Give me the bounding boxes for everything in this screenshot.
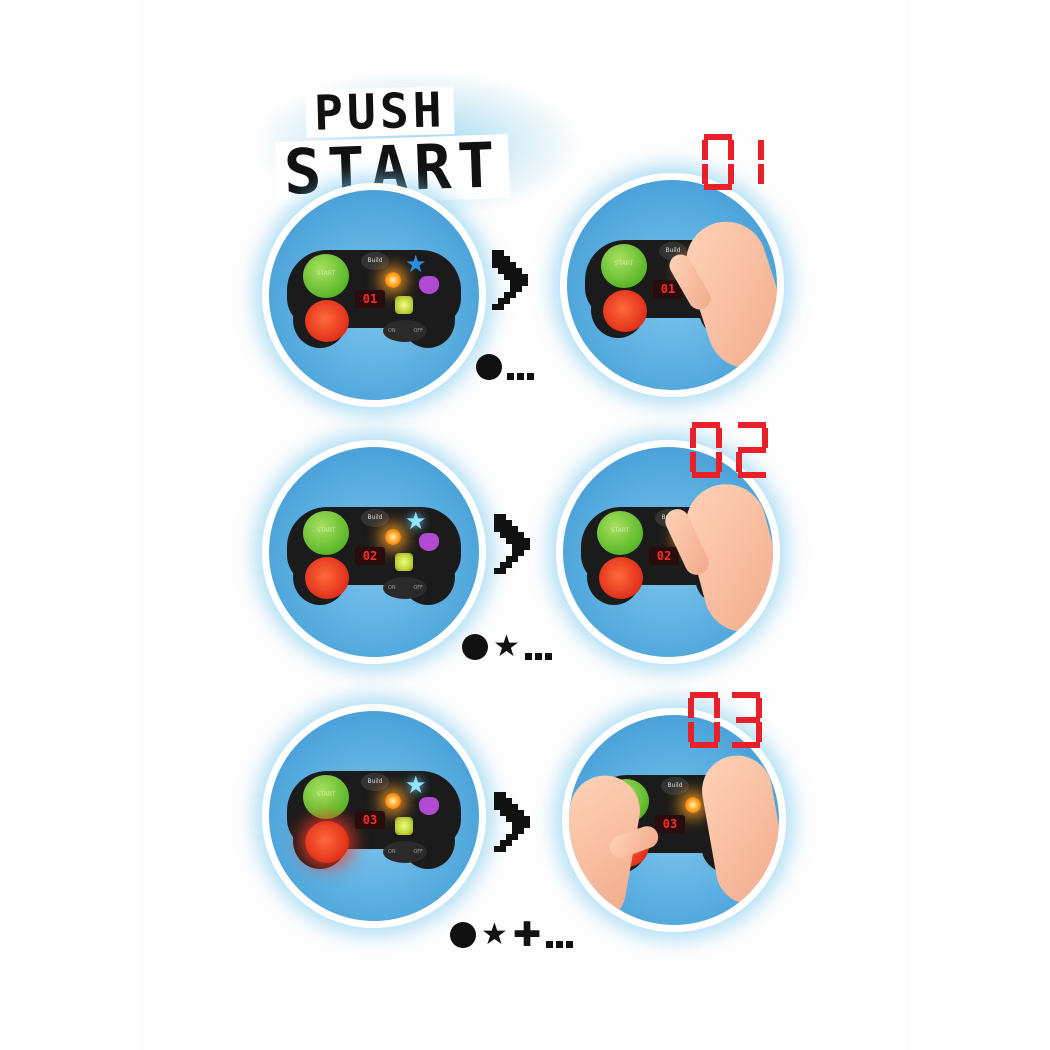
led-display: 01 (653, 280, 683, 298)
green-start-button: START (597, 511, 643, 555)
red-plus-button-lit (305, 821, 349, 863)
red-plus-button (603, 290, 647, 332)
sequence-step1 (476, 354, 534, 380)
circle-symbol-icon (450, 922, 476, 948)
blue-star-button-lit: ★ (405, 771, 427, 799)
chevron-right-icon (494, 514, 530, 574)
star-symbol-icon: ★ (481, 917, 508, 952)
chevron-right-icon (492, 250, 528, 310)
counter-02 (690, 422, 768, 478)
green-start-button: START (303, 775, 349, 819)
red-plus-button (305, 300, 349, 342)
purple-triangle-button (419, 797, 439, 815)
red-plus-button (599, 557, 643, 599)
mode-button: Build (361, 509, 389, 527)
green-start-button: START (303, 254, 349, 298)
ellipsis-icon (524, 634, 552, 660)
led-display: 03 (355, 811, 385, 829)
sequence-step2: ★ (462, 632, 552, 662)
green-start-button: START (601, 244, 647, 288)
step1-after-circle: START Build ★ 01 (560, 173, 784, 397)
led-display: 03 (655, 815, 685, 833)
red-plus-button (305, 557, 349, 599)
purple-triangle-button (419, 276, 439, 294)
orange-circle-button-lit (685, 797, 701, 813)
push-start-title: PUSH START (252, 70, 582, 220)
plus-symbol-icon: ✚ (512, 915, 542, 955)
led-display: 02 (355, 547, 385, 565)
chevron-right-icon (494, 792, 530, 852)
circle-symbol-icon (476, 354, 502, 380)
blue-star-button: ★ (405, 250, 427, 278)
sequence-step3: ★ ✚ (450, 915, 574, 955)
green-start-button: START (303, 511, 349, 555)
mode-button: Build (361, 252, 389, 270)
ellipsis-icon (546, 922, 574, 948)
mode-button: Build (661, 777, 689, 795)
orange-circle-button-lit (385, 272, 401, 288)
yellow-square-button (395, 553, 413, 571)
counter-01 (702, 134, 764, 190)
orange-circle-button-lit (385, 793, 401, 809)
mode-button: Build (361, 773, 389, 791)
right-hand (696, 750, 779, 910)
counter-03 (688, 692, 762, 748)
yellow-square-button (395, 296, 413, 314)
circle-symbol-icon (462, 634, 488, 660)
orange-circle-button-lit (385, 529, 401, 545)
purple-triangle-button (419, 533, 439, 551)
yellow-square-button (395, 817, 413, 835)
blue-star-button-lit: ★ (405, 507, 427, 535)
led-display: 01 (355, 290, 385, 308)
star-symbol-icon: ★ (493, 629, 520, 664)
ellipsis-icon (507, 354, 534, 380)
led-display: 02 (649, 547, 679, 565)
